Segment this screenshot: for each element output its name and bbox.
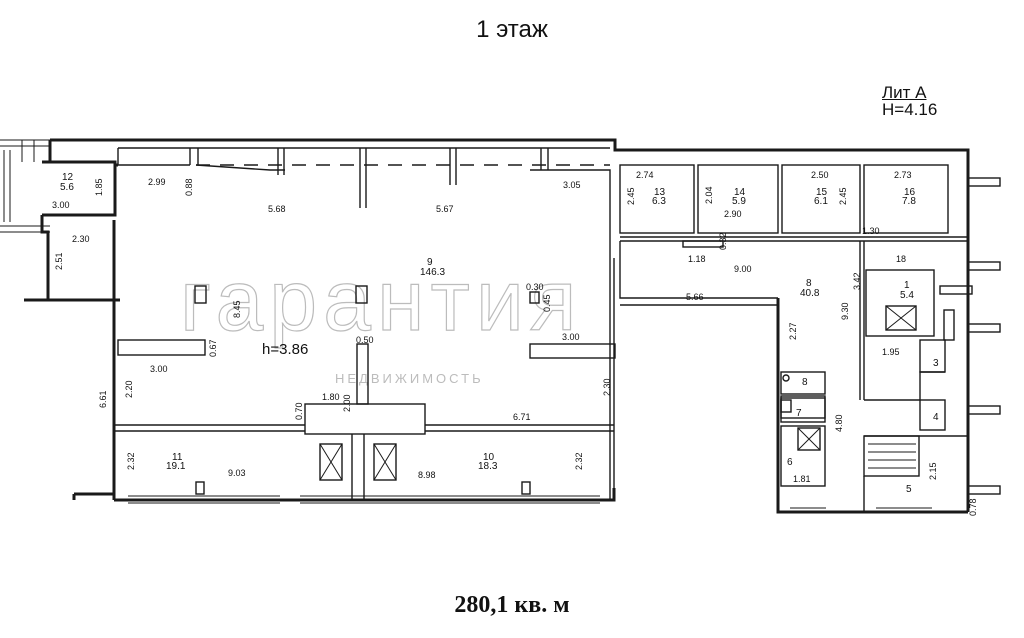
- dim: 3.00: [52, 200, 70, 210]
- dim: 2.20: [124, 380, 134, 398]
- dim: 5.66: [686, 292, 704, 302]
- dim: 0.70: [294, 402, 304, 420]
- room-labels: 12 5.6 9 146.3 13 6.3 14 5.9 15 6.1 16 7…: [60, 172, 939, 495]
- room-no: 4: [933, 412, 939, 423]
- dim: 2.99: [148, 177, 166, 187]
- dim: 3.05: [563, 180, 581, 190]
- dim: 2.51: [54, 252, 64, 270]
- sanitary-rooms: [780, 371, 826, 487]
- dim: 2.50: [811, 170, 829, 180]
- room-no: 12: [62, 172, 74, 183]
- dim: 2.74: [636, 170, 654, 180]
- watermark-brand: гарантия: [180, 253, 582, 349]
- dim: 1.80: [322, 392, 340, 402]
- dimension-labels: 1.85 3.00 2.99 0.88 5.68 5.67 3.05 2.51 …: [52, 170, 978, 516]
- room-area: 5.9: [732, 196, 746, 207]
- dim: 6.71: [513, 412, 531, 422]
- lit-a: Лит А: [882, 83, 927, 102]
- dim: 1.95: [882, 347, 900, 357]
- dim: 18: [896, 254, 906, 264]
- room-no: 14: [734, 187, 746, 198]
- dim: 3.42: [852, 272, 862, 290]
- room-area: 40.8: [800, 288, 820, 299]
- dim: 1.30: [862, 226, 880, 236]
- room-no: 9: [427, 257, 433, 268]
- dim: 4.80: [834, 414, 844, 432]
- room-area: 5.4: [900, 290, 914, 301]
- ventilation-shafts: [319, 443, 397, 481]
- dim: 2.00: [342, 394, 352, 412]
- room-no: 7: [796, 408, 802, 419]
- room-no: 8: [802, 377, 808, 388]
- dim: 8.45: [232, 300, 242, 318]
- lit-height: Н=4.16: [882, 100, 938, 119]
- dim: 9.30: [840, 302, 850, 320]
- dim: 2.45: [626, 187, 636, 205]
- room-no: 11: [172, 452, 183, 463]
- dim: 2.32: [126, 452, 136, 470]
- watermark-subtitle: НЕДВИЖИМОСТЬ: [335, 371, 484, 386]
- room-area: 5.6: [60, 182, 74, 193]
- dim: 0.67: [208, 339, 218, 357]
- total-area: 280,1 кв. м: [454, 592, 570, 618]
- dim: 9.03: [228, 468, 246, 478]
- dim: 2.27: [788, 322, 798, 340]
- room-area: 146.3: [420, 267, 445, 278]
- room-no: 5: [906, 484, 912, 495]
- dim: 8.98: [418, 470, 436, 480]
- room-area: 18.3: [478, 461, 498, 472]
- dim: 2.45: [838, 187, 848, 205]
- room-area: 19.1: [166, 461, 186, 472]
- dim: 2.32: [574, 452, 584, 470]
- dim: 6.61: [98, 390, 108, 408]
- neighbour-hatch: [0, 139, 50, 233]
- dim: 1.81: [793, 474, 811, 484]
- room9-partitions: [114, 258, 616, 500]
- room-no: 6: [787, 457, 793, 468]
- dim: 2.73: [894, 170, 912, 180]
- room-no: 8: [806, 278, 812, 289]
- dim: 0.30: [526, 282, 544, 292]
- dim: 3.00: [562, 332, 580, 342]
- room-no: 1: [904, 280, 910, 291]
- right-rooms: [619, 164, 968, 512]
- overhead-beams: [117, 147, 611, 258]
- lit-label: Лит А Н=4.16: [882, 84, 937, 118]
- dim: 0.45: [542, 294, 552, 312]
- dim: 9.00: [734, 264, 752, 274]
- dim: 3.00: [150, 364, 168, 374]
- room-area: 7.8: [902, 196, 916, 207]
- room-area: 6.1: [814, 196, 828, 207]
- dim: 0.50: [356, 335, 374, 345]
- dim: 0.78: [968, 498, 978, 516]
- bottom-windows: [128, 481, 932, 509]
- room-no: 10: [483, 452, 495, 463]
- room-no: 15: [816, 187, 828, 198]
- dim: 5.68: [268, 204, 286, 214]
- dim: 0.88: [184, 178, 194, 196]
- window-stubs: [939, 177, 1001, 495]
- room-area: 6.3: [652, 196, 666, 207]
- ceiling-height: h=3.86: [262, 341, 308, 358]
- dim: 1.85: [94, 178, 104, 196]
- dim: 2.90: [724, 209, 742, 219]
- dim: 1.18: [688, 254, 706, 264]
- room-no: 3: [933, 358, 939, 369]
- room-no: 16: [904, 187, 916, 198]
- dim: 2.04: [704, 186, 714, 204]
- dim: 5.67: [436, 204, 454, 214]
- room-no: 13: [654, 187, 666, 198]
- dim: 0.32: [718, 232, 728, 250]
- dim: 2.15: [928, 462, 938, 480]
- floor-title: 1 этаж: [476, 16, 548, 43]
- dim: 2.30: [602, 378, 612, 396]
- dim: 2.30: [72, 234, 90, 244]
